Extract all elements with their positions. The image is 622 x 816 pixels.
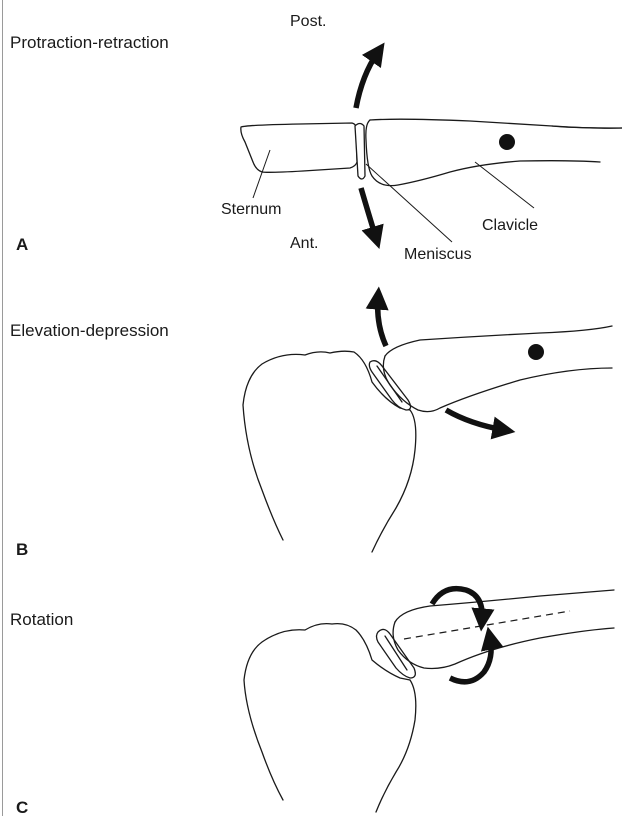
clavicle-shaft-line <box>552 126 622 128</box>
rotation-axis-line <box>404 611 570 639</box>
rotation-arrow-lower <box>450 638 491 682</box>
panel-a-letter: A <box>16 235 28 254</box>
clavicle-label: Clavicle <box>482 217 538 234</box>
sternum-leader <box>253 150 270 198</box>
posterior-label: Post. <box>290 13 326 30</box>
panel-c-title: Rotation <box>10 610 73 629</box>
axis-dot <box>499 134 515 150</box>
sternum-shape <box>241 123 357 172</box>
panel-b-letter: B <box>16 540 28 559</box>
clavicle-shape <box>370 119 622 128</box>
retraction-arrow <box>356 52 378 108</box>
anterior-label: Ant. <box>290 235 318 252</box>
sternum-label: Sternum <box>221 201 281 218</box>
panel-b-title: Elevation-depression <box>10 321 169 340</box>
sternum-frontal-right-edge-c <box>376 680 416 812</box>
sternum-frontal-right-edge <box>372 410 416 552</box>
depression-arrow <box>446 410 504 430</box>
panel-c: Rotation C <box>10 589 614 816</box>
clavicle-frontal-lower-c <box>393 622 614 669</box>
clavicle-frontal-lower <box>383 356 612 412</box>
elevation-arrow <box>378 298 386 346</box>
meniscus-label: Meniscus <box>404 246 472 263</box>
panel-a-title: Protraction-retraction <box>10 33 169 52</box>
clavicle-lower-outline <box>366 120 600 186</box>
panel-b: Elevation-depression B <box>10 298 612 559</box>
protraction-arrow <box>361 188 376 238</box>
meniscus-disc <box>355 124 365 180</box>
panel-c-letter: C <box>16 798 28 816</box>
axis-dot-b <box>528 344 544 360</box>
clavicle-leader <box>475 162 534 208</box>
clavicle-frontal-shape <box>385 326 612 356</box>
clavicle-frontal-shape-c <box>395 590 614 622</box>
panel-a: Protraction-retraction Post. Ant. A Ster… <box>10 13 622 263</box>
